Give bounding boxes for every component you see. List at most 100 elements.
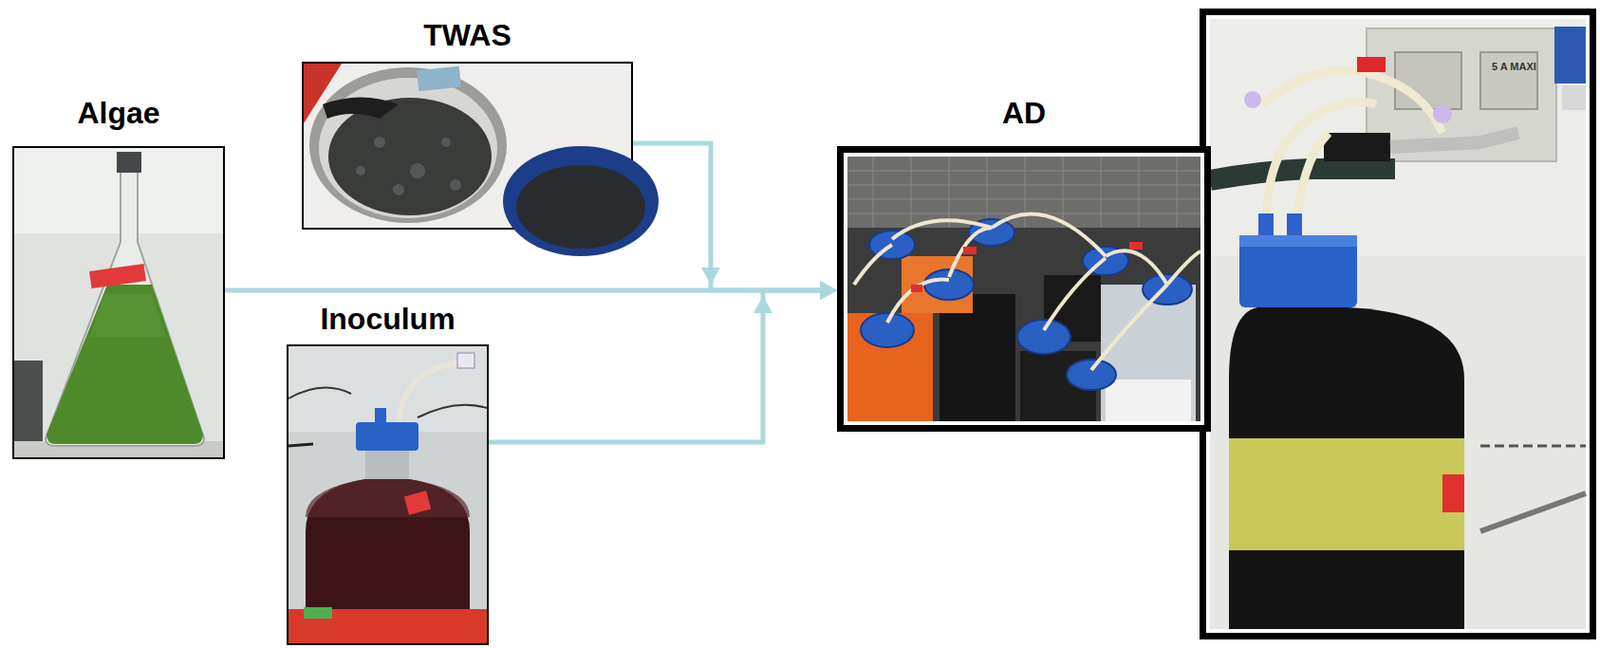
digester-bottles-photo-part	[948, 227, 992, 278]
digester-bottles-photo-part	[892, 220, 992, 240]
digester-bottles-photo-part	[991, 213, 1106, 257]
digester-bottles-photo-part	[1100, 156, 1102, 228]
digester-bottles-photo-part	[1129, 241, 1143, 250]
inoculum-bottle-photo-part	[305, 479, 470, 518]
digester-bottles-photo-part	[1105, 250, 1168, 285]
node-title: Algae	[76, 96, 160, 131]
sludge-bowl-photo-part	[392, 184, 405, 196]
algae-flask-photo-part	[46, 284, 204, 445]
arrowhead	[819, 280, 838, 300]
digester-bottles-photo-part	[847, 313, 933, 422]
digester-bottles-photo-part	[1091, 284, 1168, 371]
sludge-bowl-photo-part	[373, 136, 386, 149]
bottle-closeup-photo-part	[1395, 52, 1462, 110]
digester-bottles-photo-part	[860, 313, 914, 348]
bottle-closeup-photo-part	[1258, 213, 1274, 238]
inoculum-bottle-photo-part	[404, 490, 431, 516]
node-title: Inoculum	[319, 302, 455, 336]
bottle-closeup-photo-part	[1442, 474, 1465, 513]
bottle-closeup-photo-part	[1244, 91, 1262, 109]
digester-bottles-photo-part	[911, 284, 923, 293]
node-heading: Inoculum	[286, 294, 489, 345]
bottle-closeup-photo-part	[1228, 307, 1465, 630]
sludge-bowl-photo-part	[309, 67, 507, 224]
sludge-bowl-photo-part	[318, 77, 498, 219]
inoculum-bottle-photo	[286, 344, 489, 646]
inoculum-bottle-photo-part	[286, 344, 489, 646]
bottle-closeup-photo-part	[1239, 235, 1358, 247]
algae-flask-photo-part	[14, 148, 224, 458]
sludge-bowl-photo-part	[322, 97, 399, 120]
inoculum-bottle-photo-part	[303, 607, 333, 619]
photo-label: 5 A MAXI	[1491, 60, 1537, 73]
digester-bottles-photo-part	[1105, 379, 1191, 422]
digester-bottles-photo-part	[873, 156, 875, 228]
digester-bottles-photo-part	[948, 156, 950, 228]
digester-bottles-photo-part	[847, 227, 1201, 422]
digester-bottles-photo-part	[847, 199, 1201, 201]
bottle-closeup-photo-part	[1432, 104, 1452, 124]
bottle-closeup-photo-part	[1390, 132, 1519, 148]
bottle-closeup-photo-part	[1480, 445, 1586, 448]
digester-bottles-photo-part	[847, 156, 1201, 422]
inoculum-bottle-photo-part	[398, 360, 470, 423]
bottle-closeup-photo-part	[1323, 132, 1391, 162]
digester-bottles-photo-part	[860, 219, 1192, 391]
digester-bottles-photo-part	[1017, 319, 1071, 354]
merge-arrowhead	[753, 296, 773, 314]
digester-bottles-photo-part	[1138, 156, 1140, 228]
digester-bottles-photo-part	[1043, 258, 1106, 331]
bottle-closeup-photo-part	[1562, 85, 1586, 111]
connector-line	[488, 290, 824, 443]
bottle-closeup-photo-part	[1366, 28, 1557, 162]
inoculum-bottle-photo-part	[288, 346, 487, 432]
inoculum-source: Inoculum	[286, 294, 489, 644]
sludge-bowl-photo-part	[328, 97, 492, 216]
algae-flask-photo	[12, 146, 225, 460]
digester-bottles-photo-part	[843, 152, 1205, 426]
sludge-bowl-photo-part	[502, 146, 659, 257]
algae-source: Algae	[12, 81, 225, 460]
inoculum-bottle-photo-part	[288, 444, 314, 447]
bottle-closeup-photo-part	[1357, 56, 1386, 73]
node-heading: AD	[837, 81, 1211, 147]
algae-flask-photo-part	[116, 151, 142, 173]
inoculum-bottle-photo-part	[374, 408, 387, 424]
bottle-closeup-photo-part	[1554, 26, 1586, 84]
digester-bottles-photo-part	[847, 185, 1201, 187]
digester-bottles-photo-part	[854, 244, 893, 285]
inoculum-bottle-photo-part	[457, 353, 475, 369]
algae-flask-photo-part	[89, 263, 147, 289]
sludge-bowl-photo-part	[355, 136, 462, 196]
sludge-bowl-photo-part	[355, 166, 366, 176]
digester-bottles-photo-part	[854, 213, 1201, 371]
digester-bottles-photo-part	[963, 246, 977, 255]
bottle-closeup-photo-part	[1266, 101, 1377, 238]
digester-bottles-photo-part	[1066, 359, 1117, 391]
algae-flask-photo-part	[90, 294, 167, 337]
sludge-bowl-photo-part	[409, 163, 426, 179]
bottle-closeup-photo-part	[1199, 8, 1597, 640]
sludge-bowl-photo-part	[449, 179, 462, 191]
bottle-closeup-photo-part	[1209, 18, 1586, 630]
bottle-closeup-photo-part	[1228, 438, 1465, 551]
inoculum-bottle-photo-part	[288, 388, 352, 399]
digester-bottles-photo-part	[887, 279, 949, 323]
connector-line	[632, 143, 824, 291]
algae-flask-photo-part	[14, 148, 224, 234]
sludge-bowl-photo-part	[516, 165, 646, 249]
inoculum-bottle-photo-part	[417, 405, 487, 418]
flow-connector	[632, 143, 838, 300]
digester-box: AD	[837, 81, 1211, 432]
algae-flask-photo-part	[45, 166, 205, 447]
digester-bottles-photo-part	[911, 241, 1143, 293]
digester-bottles-photo-part	[1176, 156, 1178, 228]
bottle-closeup-photo-part	[1206, 15, 1590, 633]
bottle-closeup-photo-part	[1480, 52, 1538, 110]
inoculum-bottle-photo-part	[305, 479, 470, 622]
bottle-closeup-photo-part	[1286, 213, 1303, 238]
bottle-closeup-photo-part	[1239, 235, 1358, 308]
node-title: TWAS	[423, 18, 511, 53]
digester-bottles-photo-part	[901, 256, 973, 314]
